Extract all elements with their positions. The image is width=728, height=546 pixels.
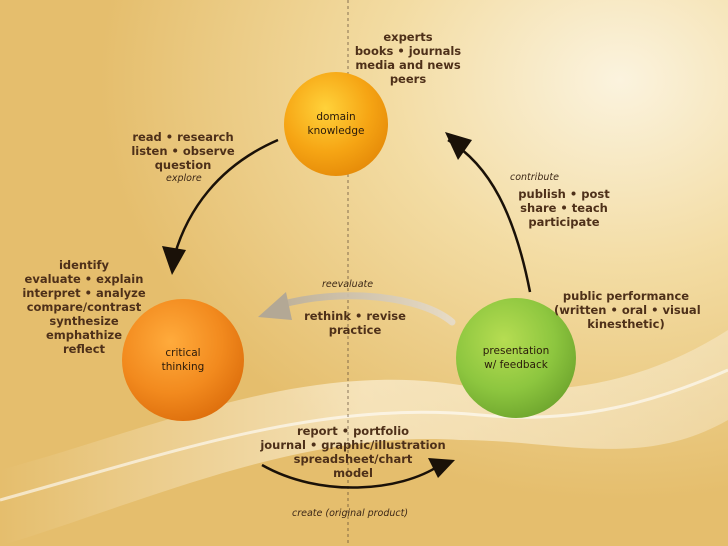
sources-label: experts books • journals media and news … — [354, 30, 462, 86]
explore-arrow — [170, 138, 279, 266]
critical-line-1: critical — [165, 347, 201, 359]
read-research-label: read • research listen • observe questio… — [131, 130, 235, 172]
identify-label: identify evaluate • explain interpret • … — [22, 258, 146, 356]
critical-line-2: thinking — [161, 361, 205, 373]
report-label: report • portfolio journal • graphic/ill… — [260, 424, 446, 480]
explore-arrowhead — [162, 246, 186, 275]
explore-label: explore — [166, 173, 202, 184]
contribute-arrowhead — [445, 132, 472, 160]
domain-line-1: domain — [316, 111, 356, 123]
contribute-label: contribute — [510, 172, 559, 183]
presentation-line-1: presentation — [482, 345, 550, 357]
create-arrow — [261, 463, 441, 489]
swoosh-line — [0, 368, 728, 502]
reevaluate-arrowhead — [258, 292, 292, 320]
swoosh-band — [0, 330, 728, 546]
presentation-circle — [456, 298, 576, 418]
critical-circle — [122, 299, 244, 421]
public-performance-label: public performance (written • oral • vis… — [554, 289, 701, 331]
presentation-line-2: w/ feedback — [484, 359, 548, 371]
domain-line-2: knowledge — [307, 125, 365, 137]
reevaluate-arrow — [276, 292, 456, 326]
domain-knowledge-node: domain knowledge — [284, 72, 388, 176]
critical-thinking-node: critical thinking — [122, 299, 244, 421]
domain-circle — [284, 72, 388, 176]
presentation-node: presentation w/ feedback — [456, 298, 576, 418]
create-arrowhead — [428, 458, 455, 478]
reevaluate-label: reevaluate — [322, 279, 374, 290]
rethink-label: rethink • revise practice — [304, 309, 406, 337]
publish-label: publish • post share • teach participate — [518, 187, 610, 229]
create-label: create (original product) — [292, 508, 409, 519]
